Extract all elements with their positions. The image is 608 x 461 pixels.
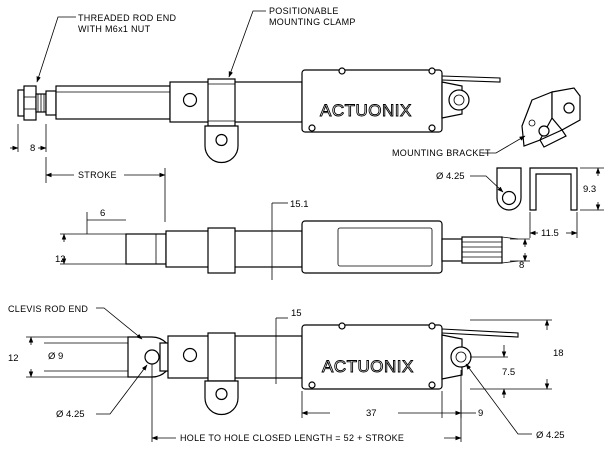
dim-body-height: 15.1 xyxy=(290,199,309,210)
screw-br xyxy=(428,124,436,132)
middle-view-actuator xyxy=(125,220,519,274)
mounting-bracket-note: MOUNTING BRACKET xyxy=(392,148,491,158)
dim-end-length: 9 xyxy=(478,408,483,419)
dim-connector-height: 8 xyxy=(519,260,524,271)
bottom-clamp xyxy=(207,332,236,382)
dim-hole-offset: 7.5 xyxy=(502,367,515,378)
mid-connector xyxy=(441,238,463,262)
mid-motor-housing xyxy=(301,220,443,274)
rod-tube xyxy=(55,85,171,120)
dim-clevis-height: 12 xyxy=(8,353,19,364)
bracket-hole-b xyxy=(563,102,575,114)
dim-body-length: 37 xyxy=(366,408,377,419)
nut-note: WITH M6x1 NUT xyxy=(78,24,151,34)
bottom-view-actuator: ACTUONIX xyxy=(127,322,519,416)
dim-bracket-width: 11.5 xyxy=(541,228,559,239)
dim-end-hole: Ø 4.25 xyxy=(536,430,565,441)
m6-nut xyxy=(17,89,25,117)
positionable-note: POSITIONABLE xyxy=(269,6,339,16)
dim-bottom-top: 15 xyxy=(291,308,302,319)
clamp-screw xyxy=(182,92,198,108)
dim-rod-height: 12 xyxy=(55,254,66,265)
cable xyxy=(441,75,501,83)
hole-to-hole-note: HOLE TO HOLE CLOSED LENGTH = 52 + STROKE xyxy=(180,433,404,443)
mounting-clamp-note: MOUNTING CLAMP xyxy=(269,17,356,27)
dim-clevis-hole: Ø 4.25 xyxy=(56,409,85,420)
dim-total-height: 18 xyxy=(553,348,564,359)
dim-rod-offset: 6 xyxy=(100,208,105,219)
dim-bracket-hole: Ø 4.25 xyxy=(436,171,465,182)
bracket-u-view xyxy=(529,167,578,211)
bottom-rear-hole xyxy=(450,346,472,368)
mid-label-recess xyxy=(337,227,433,267)
top-view-actuator: ACTUONIX xyxy=(17,67,501,164)
bottom-cable xyxy=(441,328,519,338)
rear-eye-hole xyxy=(448,89,470,111)
threaded-rod-end-note: THREADED ROD END xyxy=(78,13,177,23)
brand-logo-bottom: ACTUONIX xyxy=(322,357,414,376)
dim-stroke: STROKE xyxy=(78,170,117,180)
screw-tl xyxy=(338,67,346,75)
bottom-rod xyxy=(159,342,169,372)
bottom-clamp-screw xyxy=(182,347,198,363)
mounting-bracket-iso xyxy=(521,87,581,148)
mid-clamp xyxy=(207,227,236,274)
dim-bracket-height: 9.3 xyxy=(583,184,596,195)
bracket-side-view xyxy=(496,167,522,211)
dim-rod-end: 8 xyxy=(30,143,35,154)
dim-clevis-dia: Ø 9 xyxy=(48,351,63,362)
piston-rod xyxy=(45,90,57,116)
bracket-side-hole xyxy=(501,190,517,206)
brand-logo-top: ACTUONIX xyxy=(320,101,412,120)
bracket-hole-a xyxy=(538,125,550,137)
mid-rod xyxy=(125,233,167,265)
mounting-clamp xyxy=(207,78,236,127)
screw-bl xyxy=(308,124,316,132)
screw-tr xyxy=(428,67,436,75)
m6-nut-front xyxy=(23,85,37,121)
clevis-rod-end-note: CLEVIS ROD END xyxy=(8,304,88,314)
mid-cable-bundle xyxy=(461,236,519,264)
clevis-hole xyxy=(144,349,160,365)
clamp-tab-hole xyxy=(215,133,228,147)
